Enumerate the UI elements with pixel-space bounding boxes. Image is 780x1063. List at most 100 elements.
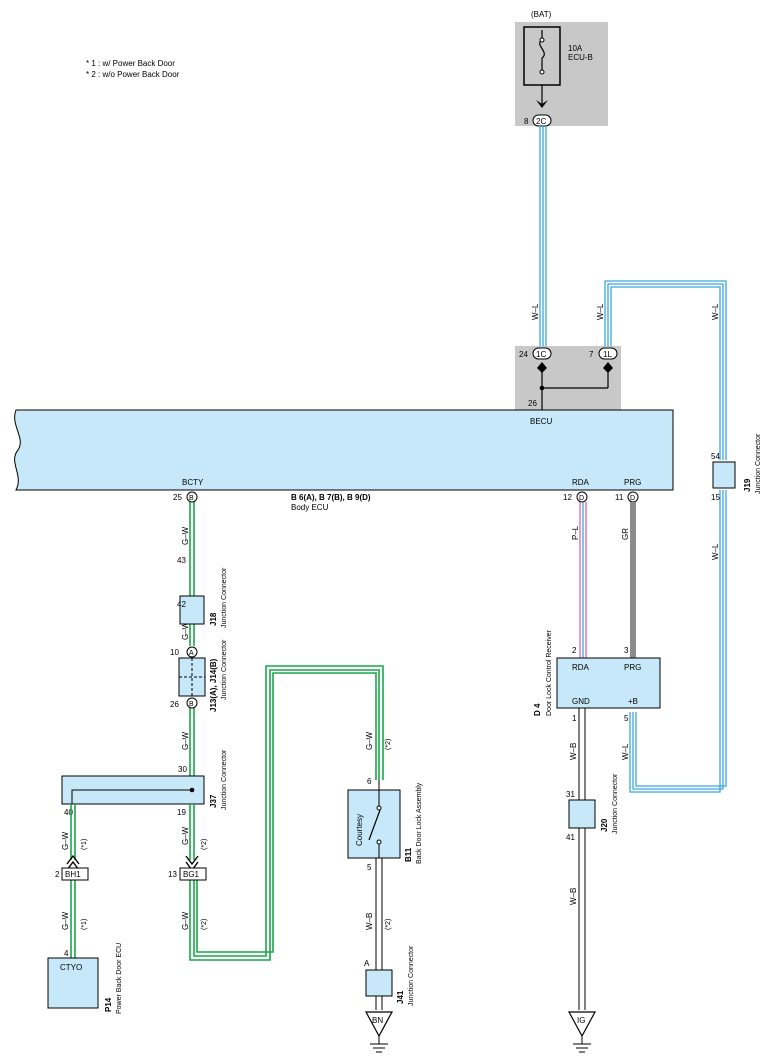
d4-terminal-rda: RDA xyxy=(572,663,590,672)
note-2: * 2 : w/o Power Back Door xyxy=(86,70,180,79)
fuse-source: (BAT) xyxy=(531,10,552,19)
note-1: * 1 : w/ Power Back Door xyxy=(86,59,175,68)
bg1-box xyxy=(179,867,207,881)
wire-label-g-w-6: G–W xyxy=(181,826,190,845)
connector-arrow-icon xyxy=(66,854,80,871)
b11-switch: Courtesy xyxy=(355,814,364,846)
wire-label-g-w-7: G–W xyxy=(181,911,190,930)
fuse-ecu-b: (BAT) 10A ECU-B 8 2C xyxy=(515,10,608,127)
wire-mark-2d: (*2) xyxy=(385,919,392,930)
wire-g-w-p14 xyxy=(70,804,76,958)
ecu-conn-d-2: D xyxy=(630,495,635,502)
j37-id: J37 xyxy=(209,794,218,808)
ecu-connector-names: B 6(A), B 7(B), B 9(D) xyxy=(291,493,371,502)
j37-pin-right: 19 xyxy=(177,808,186,817)
becu-splice: 24 1C 7 1L 26 xyxy=(515,346,621,410)
bh1-pin: 2 xyxy=(55,870,60,879)
ground-bn-triangle xyxy=(364,1011,394,1038)
j19-pin-top: 54 xyxy=(711,452,720,461)
junction-j41: A J41 Junction Connector xyxy=(364,945,415,1006)
connector-arrow-icon xyxy=(537,362,547,373)
ecu-pin-12: 12 xyxy=(563,493,572,502)
fuse-terminal-bottom xyxy=(539,69,545,75)
connector-bg1: 13 BG1 xyxy=(168,867,207,881)
wire-label-g-w-8: G–W xyxy=(365,731,374,750)
ic-conn-1c: 1C xyxy=(536,350,546,359)
back-door-lock-assembly: 6 Courtesy 5 B11 Back Door Lock Assembly xyxy=(347,777,423,872)
wire-label-gr: GR xyxy=(621,528,630,540)
j37-name: Junction Connector xyxy=(221,749,228,810)
d4-pin-prg: 3 xyxy=(624,646,629,655)
ic-connector-1c xyxy=(532,347,552,360)
ecu-pin-11: 11 xyxy=(615,493,624,502)
body-ecu-box xyxy=(14,409,674,491)
d4-terminal-gnd: GND xyxy=(572,697,590,706)
wire-mark-2b: (*2) xyxy=(201,919,208,930)
wire-label-g-w-3: G–W xyxy=(181,731,190,750)
p14-box xyxy=(47,957,99,1009)
wire-w-l-loop xyxy=(604,280,727,793)
ic-conn-1l: 1L xyxy=(603,350,612,359)
door-lock-control-receiver: 2 3 RDA PRG GND +B 1 5 D 4 Door Lock Con… xyxy=(533,629,661,723)
ground-ig: IG xyxy=(567,1011,597,1053)
wire-label-w-l-4: W–L xyxy=(711,543,720,560)
junction-j13-j14: 10 A 26 B J13(A), J14(B) Junction Connec… xyxy=(170,639,228,712)
wire-w-b-bn xyxy=(375,858,383,1010)
wire-label-p-l: P–L xyxy=(571,525,580,540)
b11-box xyxy=(347,789,401,859)
becu-pin: 26 xyxy=(528,399,537,408)
connector-arrow-icon xyxy=(603,362,613,373)
wire-label-w-l-3: W–L xyxy=(711,303,720,320)
b11-pin-bottom: 5 xyxy=(367,863,372,872)
j13-conn-a-circle xyxy=(186,646,198,658)
ground-bn: BN xyxy=(364,1011,394,1053)
wire-label-w-b-2: W–B xyxy=(569,888,578,905)
bg1-conn: BG1 xyxy=(183,870,200,879)
d4-box xyxy=(556,657,661,709)
d4-terminal-prg: PRG xyxy=(624,663,641,672)
j41-pin: A xyxy=(364,959,370,968)
j18-name: Junction Connector xyxy=(221,567,228,628)
ic-pin-24: 24 xyxy=(519,350,528,359)
wire-w-b-ig xyxy=(578,708,586,1010)
wire-gr: GR xyxy=(621,502,636,658)
j13-conn-bottom: B xyxy=(189,701,194,708)
wire-label-g-w-1: G–W xyxy=(181,526,190,545)
d4-name: Door Lock Control Receiver xyxy=(546,629,553,716)
d4-terminal-b: +B xyxy=(628,697,638,706)
j37-pin-top: 30 xyxy=(178,765,187,774)
junction-j18: 43 42 J18 Junction Connector xyxy=(177,556,228,628)
b11-pin-top: 6 xyxy=(367,777,372,786)
j41-id: J41 xyxy=(396,990,405,1004)
j18-pin-bottom: 42 xyxy=(177,600,186,609)
p14-pin: 4 xyxy=(64,949,69,958)
j13-conn-top: A xyxy=(189,650,194,657)
j20-pin-bottom: 41 xyxy=(566,833,575,842)
ecu-conn-b: B xyxy=(189,495,194,502)
j18-box xyxy=(179,595,205,625)
j18-id: J18 xyxy=(209,612,218,626)
fuse-name: ECU-B xyxy=(568,53,593,62)
bh1-box xyxy=(61,867,89,881)
j19-name: Junction Connector xyxy=(755,433,762,494)
ic-connector-1l xyxy=(598,347,618,360)
ground-ig-triangle xyxy=(567,1011,597,1038)
d4-pin-gnd: 1 xyxy=(572,714,577,723)
ecu-terminal-bcty: BCTY xyxy=(182,478,204,487)
d4-id: D 4 xyxy=(533,703,542,716)
connector-bh1: 2 BH1 xyxy=(55,867,89,881)
ground-ig-label: IG xyxy=(577,1016,585,1025)
wire-label-w-b-1: W–B xyxy=(569,743,578,760)
j19-id: J19 xyxy=(743,478,752,492)
fuse-rating: 10A xyxy=(568,44,583,53)
fuse-splice-area xyxy=(515,22,608,126)
j13-conn-b-circle xyxy=(186,697,198,709)
wire-p-l: P–L xyxy=(571,502,587,658)
fuse-terminal-top xyxy=(539,37,545,43)
ecu-name: Body ECU xyxy=(291,503,329,512)
wire-label-w-b-3: W–B xyxy=(365,913,374,930)
fuse-connector-pill xyxy=(532,114,552,127)
becu-label: BECU xyxy=(530,417,552,426)
j19-pin-bottom: 15 xyxy=(711,493,720,502)
bg1-pin: 13 xyxy=(168,870,177,879)
